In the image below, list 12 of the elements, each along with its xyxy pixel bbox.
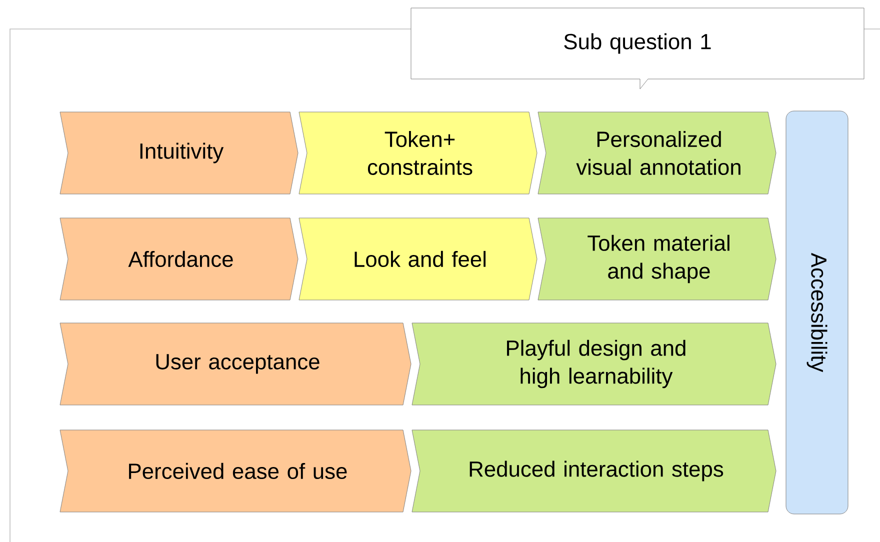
process-step: User acceptance — [60, 322, 412, 406]
process-step: Playful design and high learnability — [412, 322, 776, 406]
process-step: Token+ constraints — [298, 112, 538, 194]
vertical-bar: Accessibility — [786, 110, 848, 514]
process-step: Intuitivity — [60, 112, 298, 194]
process-step: Token material and shape — [538, 218, 776, 300]
process-step: Look and feel — [298, 218, 538, 300]
callout-box: Sub question 1 — [410, 8, 864, 90]
process-step: Perceived ease of use — [60, 430, 412, 512]
process-step: Personalized visual annotation — [538, 112, 776, 194]
process-step: Reduced interaction steps — [412, 430, 776, 512]
process-step: Affordance — [60, 218, 298, 300]
